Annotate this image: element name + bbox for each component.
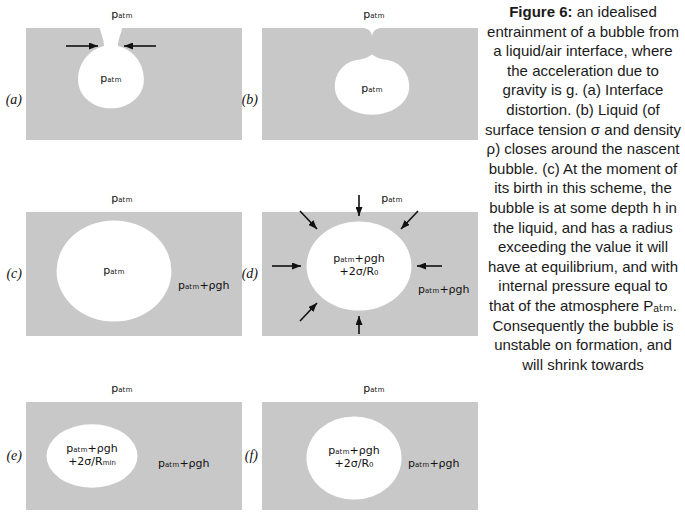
compression-arrow	[417, 265, 442, 267]
bubble-fill	[78, 28, 144, 108]
compression-arrow	[358, 195, 360, 216]
liquid-panel: (a)pₐₜₘpₐₜₘ	[26, 28, 242, 140]
liquid-fill	[262, 402, 478, 510]
liquid-panel: (d)pₐₜₘpₐₜₘ+ρghpₐₜₘ+ρgh +2σ/R₀	[262, 212, 478, 336]
bubble-fill	[306, 416, 401, 499]
panel-letter: (e)	[6, 448, 22, 464]
pressure-label: pₐₜₘ	[111, 9, 132, 22]
pressure-label: pₐₜₘ	[363, 9, 384, 22]
liquid-panel: (f)pₐₜₘpₐₜₘ+ρghpₐₜₘ+ρgh +2σ/R₀	[262, 402, 478, 510]
compression-arrow	[272, 265, 301, 267]
pressure-label: pₐₜₘ+ρgh	[158, 458, 210, 471]
panel-letter: (a)	[6, 92, 22, 108]
pinch-arrow	[66, 45, 98, 47]
bubble-fill	[57, 221, 172, 322]
liquid-fill	[262, 212, 478, 336]
bubble: pₐₜₘ	[334, 52, 410, 116]
bubble: pₐₜₘ	[56, 220, 172, 322]
liquid-panel: (c)pₐₜₘpₐₜₘ+ρghpₐₜₘ	[26, 212, 242, 336]
bubble-shape	[76, 28, 146, 110]
pressure-label: pₐₜₘ	[381, 193, 402, 206]
bubble-fill	[46, 424, 137, 487]
compression-arrow	[300, 303, 317, 321]
bubble-pressure: pₐₜₘ	[359, 83, 385, 96]
bubble-fill	[307, 221, 412, 310]
bubble-fill	[335, 55, 409, 115]
bubble: pₐₜₘ+ρgh +2σ/R₀	[306, 416, 402, 500]
panel-letter: (c)	[6, 266, 22, 282]
pressure-label: pₐₜₘ+ρgh	[418, 284, 470, 297]
pressure-label: pₐₜₘ	[111, 383, 132, 396]
bubble-pressure: pₐₜₘ	[101, 265, 127, 278]
liquid-panel: (e)pₐₜₘpₐₜₘ+ρghpₐₜₘ+ρgh +2σ/Rₘᵢₙ	[26, 402, 242, 510]
compression-arrow	[300, 211, 317, 229]
bubble-pressure: pₐₜₘ+ρgh +2σ/R₀	[326, 445, 382, 470]
bubble: pₐₜₘ	[76, 28, 146, 110]
bubble-pressure: pₐₜₘ	[98, 73, 124, 86]
bubble: pₐₜₘ+ρgh +2σ/Rₘᵢₙ	[46, 424, 138, 488]
bubble-pressure: pₐₜₘ+ρgh +2σ/Rₘᵢₙ	[64, 443, 120, 468]
liquid-fill	[262, 28, 478, 140]
figure-caption: Figure 6:an idealised entrainment of a b…	[484, 2, 682, 374]
liquid-fill	[26, 402, 242, 510]
compression-arrow	[358, 316, 360, 334]
pressure-label: pₐₜₘ	[111, 193, 132, 206]
pinch-arrow	[124, 45, 156, 47]
panel-letter: (f)	[245, 448, 258, 464]
pressure-label: pₐₜₘ	[363, 383, 384, 396]
bubble-pressure: pₐₜₘ+ρgh +2σ/R₀	[331, 253, 387, 278]
liquid-fill	[26, 212, 242, 336]
figure-title: Figure 6:	[509, 3, 572, 20]
compression-arrow	[401, 211, 418, 229]
pressure-label: pₐₜₘ+ρgh	[178, 280, 230, 293]
caption-text: an idealised entrainment of a bubble fro…	[485, 3, 681, 373]
liquid-fill	[26, 28, 242, 140]
panel-letter: (d)	[242, 266, 258, 282]
panel-letter: (b)	[242, 92, 258, 108]
bubble: pₐₜₘ+ρgh +2σ/R₀	[306, 221, 412, 311]
liquid-panel: (b)pₐₜₘpₐₜₘ	[262, 28, 478, 140]
pressure-label: pₐₜₘ+ρgh	[408, 458, 460, 471]
